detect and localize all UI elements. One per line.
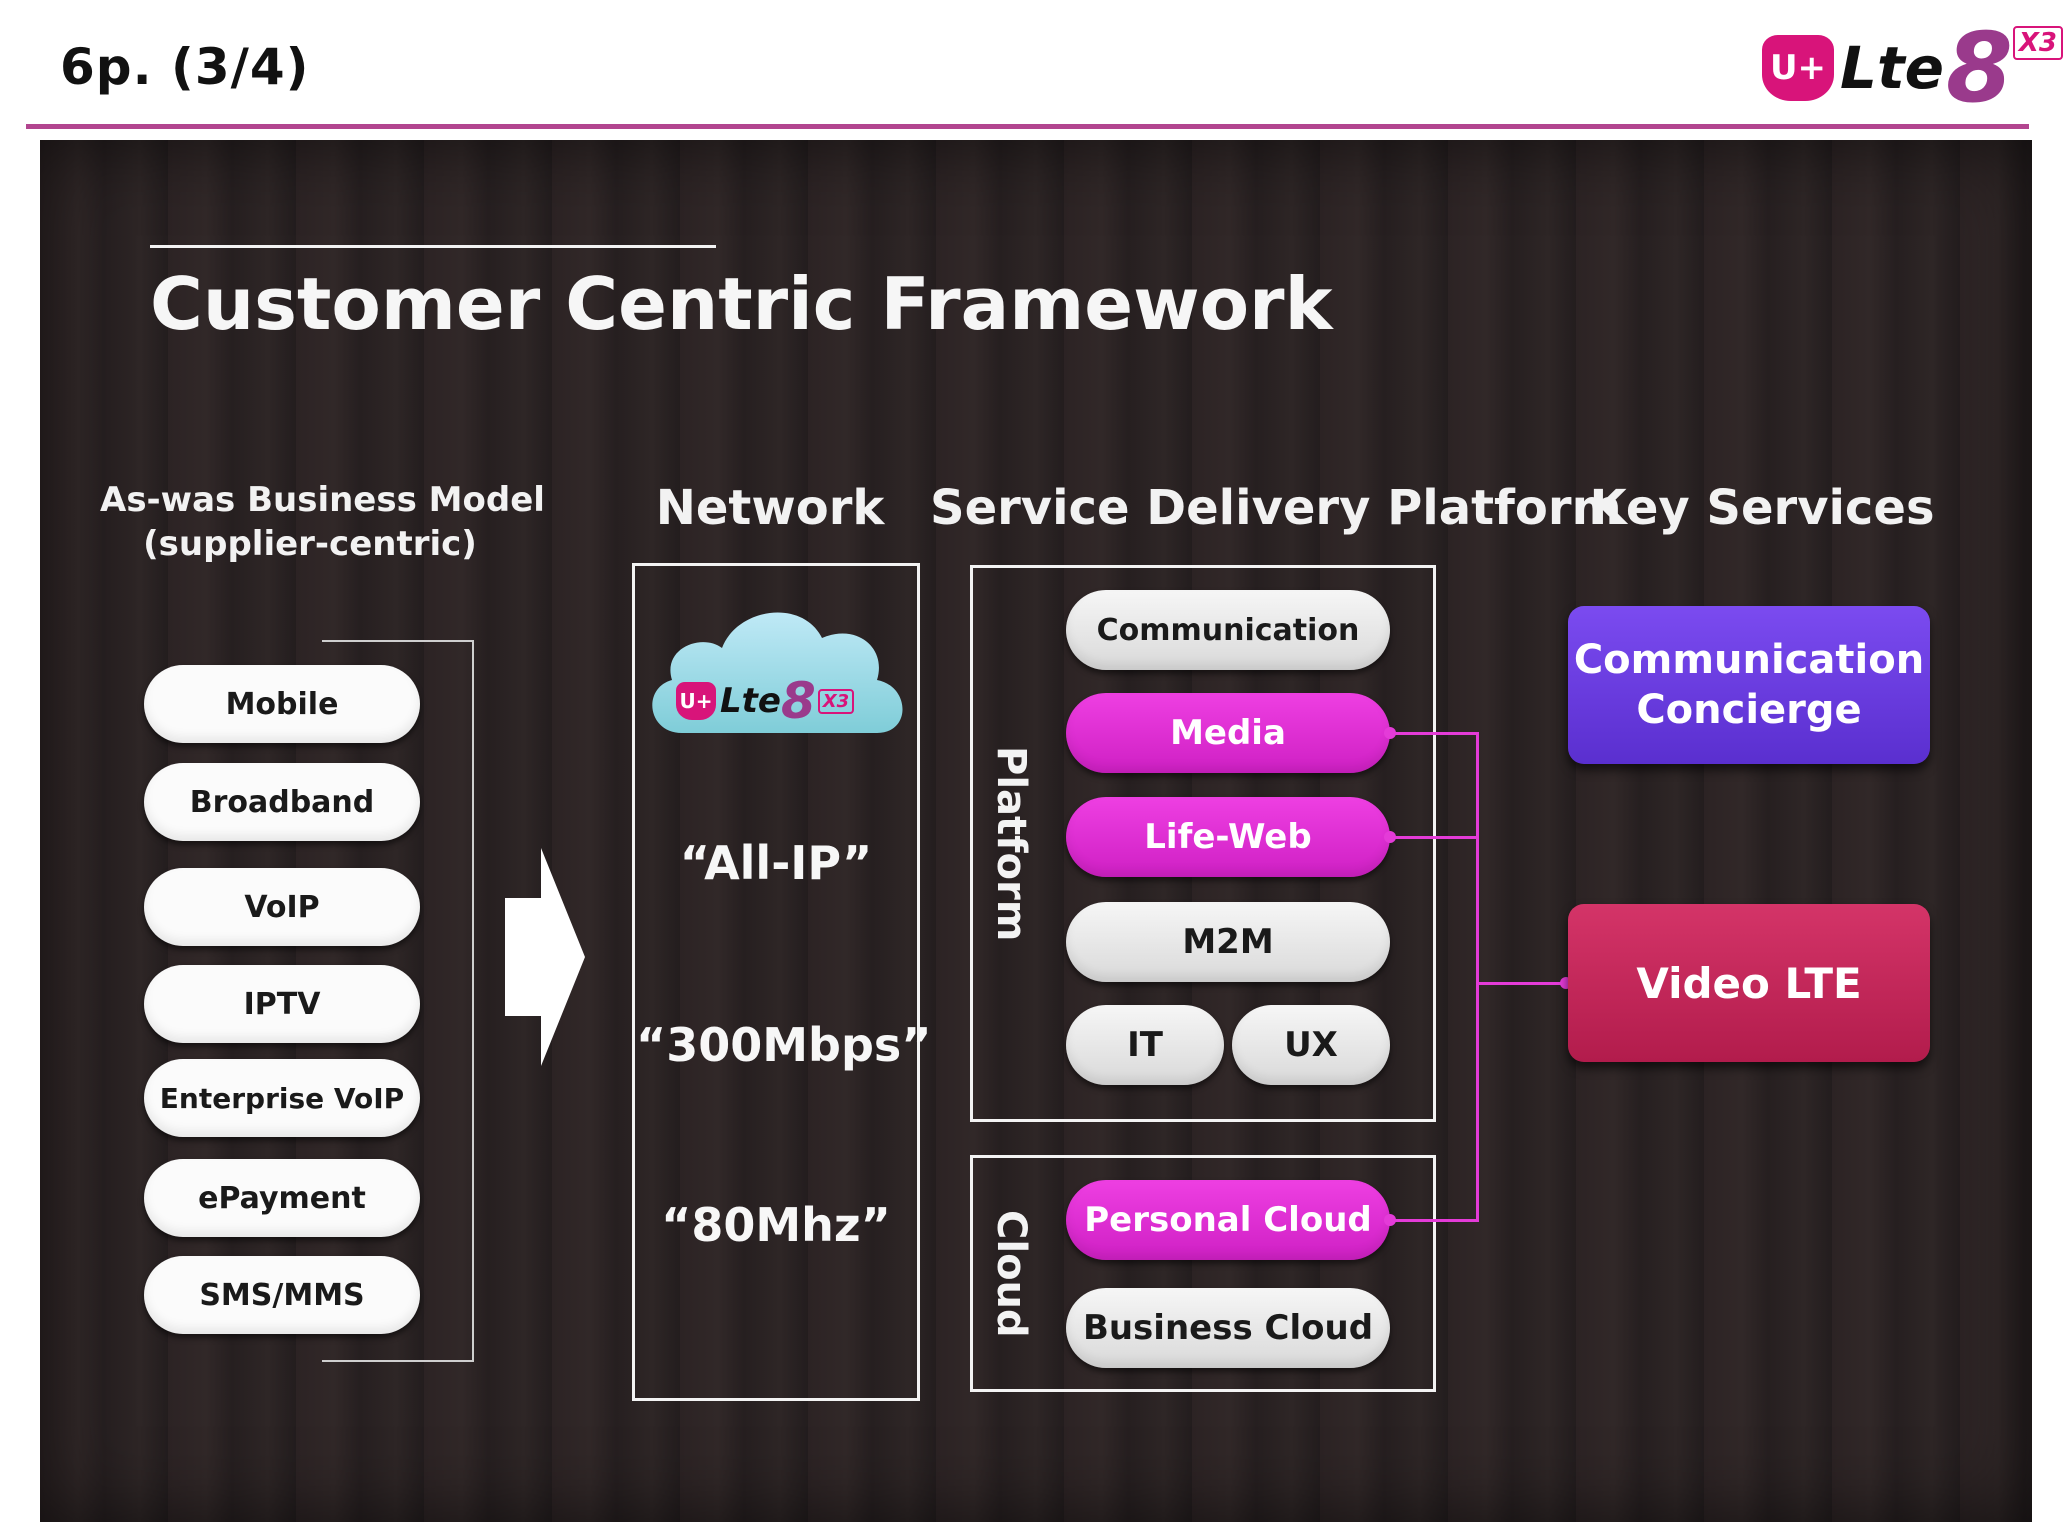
connector-dot-personal-cloud (1384, 1214, 1396, 1226)
cloud-logo-x3-badge: X3 (817, 688, 855, 714)
connector-dot-life-web (1384, 831, 1396, 843)
platform-item-ux: UX (1232, 1005, 1390, 1085)
network-heading: Network (655, 480, 885, 536)
connector-media (1390, 732, 1478, 735)
platform-label: Platform (988, 746, 1034, 942)
logo-u-plus: U+ (1762, 35, 1834, 101)
cloud-logo-eight: 8 (780, 672, 816, 730)
key-service-video-lte: Video LTE (1568, 904, 1930, 1062)
slide-title: Customer Centric Framework (150, 262, 1333, 346)
network-frame (632, 563, 920, 1401)
header-divider (26, 124, 2029, 129)
network-all-ip: “All-IP” (679, 836, 873, 890)
platform-item-communication: Communication (1066, 590, 1390, 670)
as-was-item-iptv: IPTV (144, 965, 420, 1043)
logo-eight: 8 (1946, 12, 2013, 124)
cloud-logo-u-plus: U+ (676, 682, 716, 720)
cloud-label: Cloud (988, 1210, 1034, 1338)
as-was-bracket (322, 640, 474, 1362)
logo-x3-badge: X3 (2012, 26, 2063, 60)
as-was-item-enterprise-voip: Enterprise VoIP (144, 1059, 420, 1137)
platform-item-life-web: Life-Web (1066, 797, 1390, 877)
connector-video-lte (1476, 982, 1568, 985)
title-rule (150, 245, 716, 248)
network-300mbps: “300Mbps” (636, 1018, 932, 1072)
as-was-item-epayment: ePayment (144, 1159, 420, 1237)
as-was-heading-line1: As-was Business Model (100, 480, 545, 520)
connector-personal-cloud (1390, 1219, 1478, 1222)
network-80mhz: “80Mhz” (661, 1198, 891, 1252)
cloud-logo: U+ Lte 8 X3 (676, 672, 855, 730)
as-was-heading: As-was Business Model (supplier-centric) (100, 478, 545, 566)
cloud-item-business: Business Cloud (1066, 1288, 1390, 1368)
logo-lte: Lte (1840, 34, 1945, 102)
cloud-frame (970, 1155, 1436, 1392)
as-was-item-broadband: Broadband (144, 763, 420, 841)
transition-arrow-icon (505, 848, 585, 1066)
as-was-item-sms-mms: SMS/MMS (144, 1256, 420, 1334)
connector-life-web (1390, 836, 1478, 839)
as-was-item-mobile: Mobile (144, 665, 420, 743)
brand-logo: U+ Lte 8 X3 (1762, 20, 2063, 116)
connector-dot-media (1384, 727, 1396, 739)
cloud-item-personal: Personal Cloud (1066, 1180, 1390, 1260)
platform-item-m2m: M2M (1066, 902, 1390, 982)
as-was-heading-line2: (supplier-centric) (143, 524, 477, 564)
sdp-heading: Service Delivery Platform (930, 480, 1622, 536)
platform-frame (970, 565, 1436, 1122)
concierge-line1: Communication (1573, 637, 1925, 683)
cloud-logo-lte: Lte (720, 681, 781, 721)
platform-item-it: IT (1066, 1005, 1224, 1085)
as-was-item-voip: VoIP (144, 868, 420, 946)
connector-vertical (1476, 732, 1479, 1222)
key-services-heading: Key Services (1589, 480, 1935, 536)
key-service-communication-concierge: Communication Concierge (1568, 606, 1930, 764)
page-title: 6p. (3/4) (60, 38, 310, 96)
concierge-line2: Concierge (1636, 687, 1862, 733)
platform-item-media: Media (1066, 693, 1390, 773)
